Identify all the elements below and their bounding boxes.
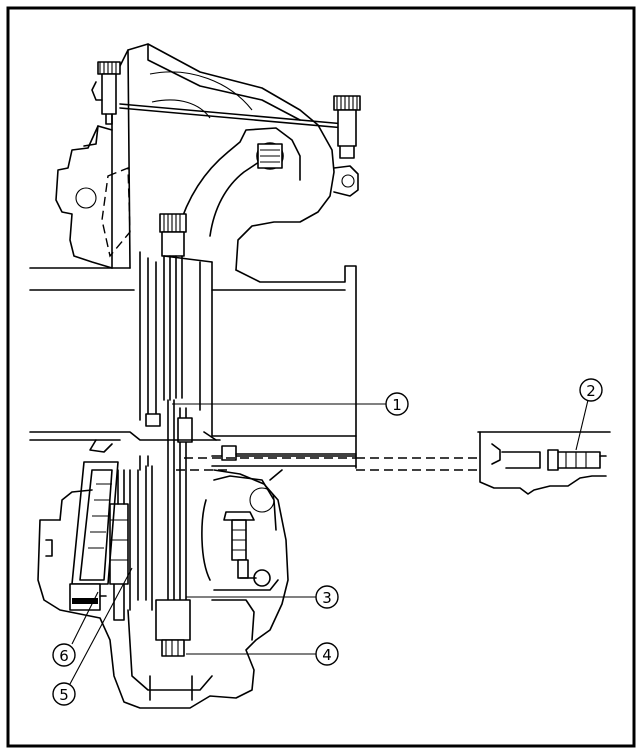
left-casting [29, 125, 135, 291]
mid-flange [29, 431, 221, 453]
callout-4-label: 4 [322, 646, 332, 664]
pilot-jet [109, 469, 129, 621]
leader-lines [69, 399, 589, 685]
callout-4: 4 [315, 642, 339, 666]
inset-detail [477, 431, 611, 495]
callout-6-label: 6 [59, 647, 69, 665]
callout-2: 2 [579, 378, 603, 402]
top-left-adjuster-screw [91, 61, 121, 125]
callout-5: 5 [52, 682, 76, 706]
venturi-bore [211, 265, 357, 469]
starter-plunger [69, 461, 119, 611]
float-bowl-housing [37, 469, 289, 709]
main-jet [129, 455, 191, 657]
callout-3-label: 3 [322, 589, 332, 607]
callout-1-label: 1 [392, 396, 402, 414]
diagram-frame [6, 6, 636, 748]
callout-5-label: 5 [59, 686, 69, 704]
callout-1: 1 [385, 392, 409, 416]
projection-lines [176, 457, 478, 471]
top-right-adjuster-screw [333, 95, 361, 159]
callout-3: 3 [315, 585, 339, 609]
callout-2-label: 2 [586, 382, 596, 400]
callout-6: 6 [52, 643, 76, 667]
upper-housing [111, 43, 359, 271]
